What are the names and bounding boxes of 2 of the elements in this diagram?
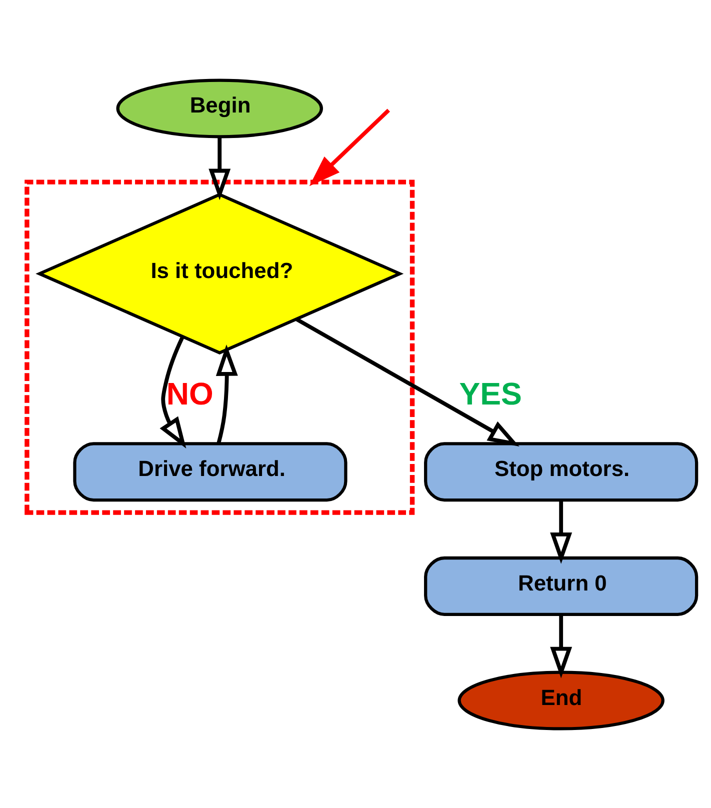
edge-label: NO xyxy=(166,376,214,411)
edge-label: YES xyxy=(459,376,522,411)
